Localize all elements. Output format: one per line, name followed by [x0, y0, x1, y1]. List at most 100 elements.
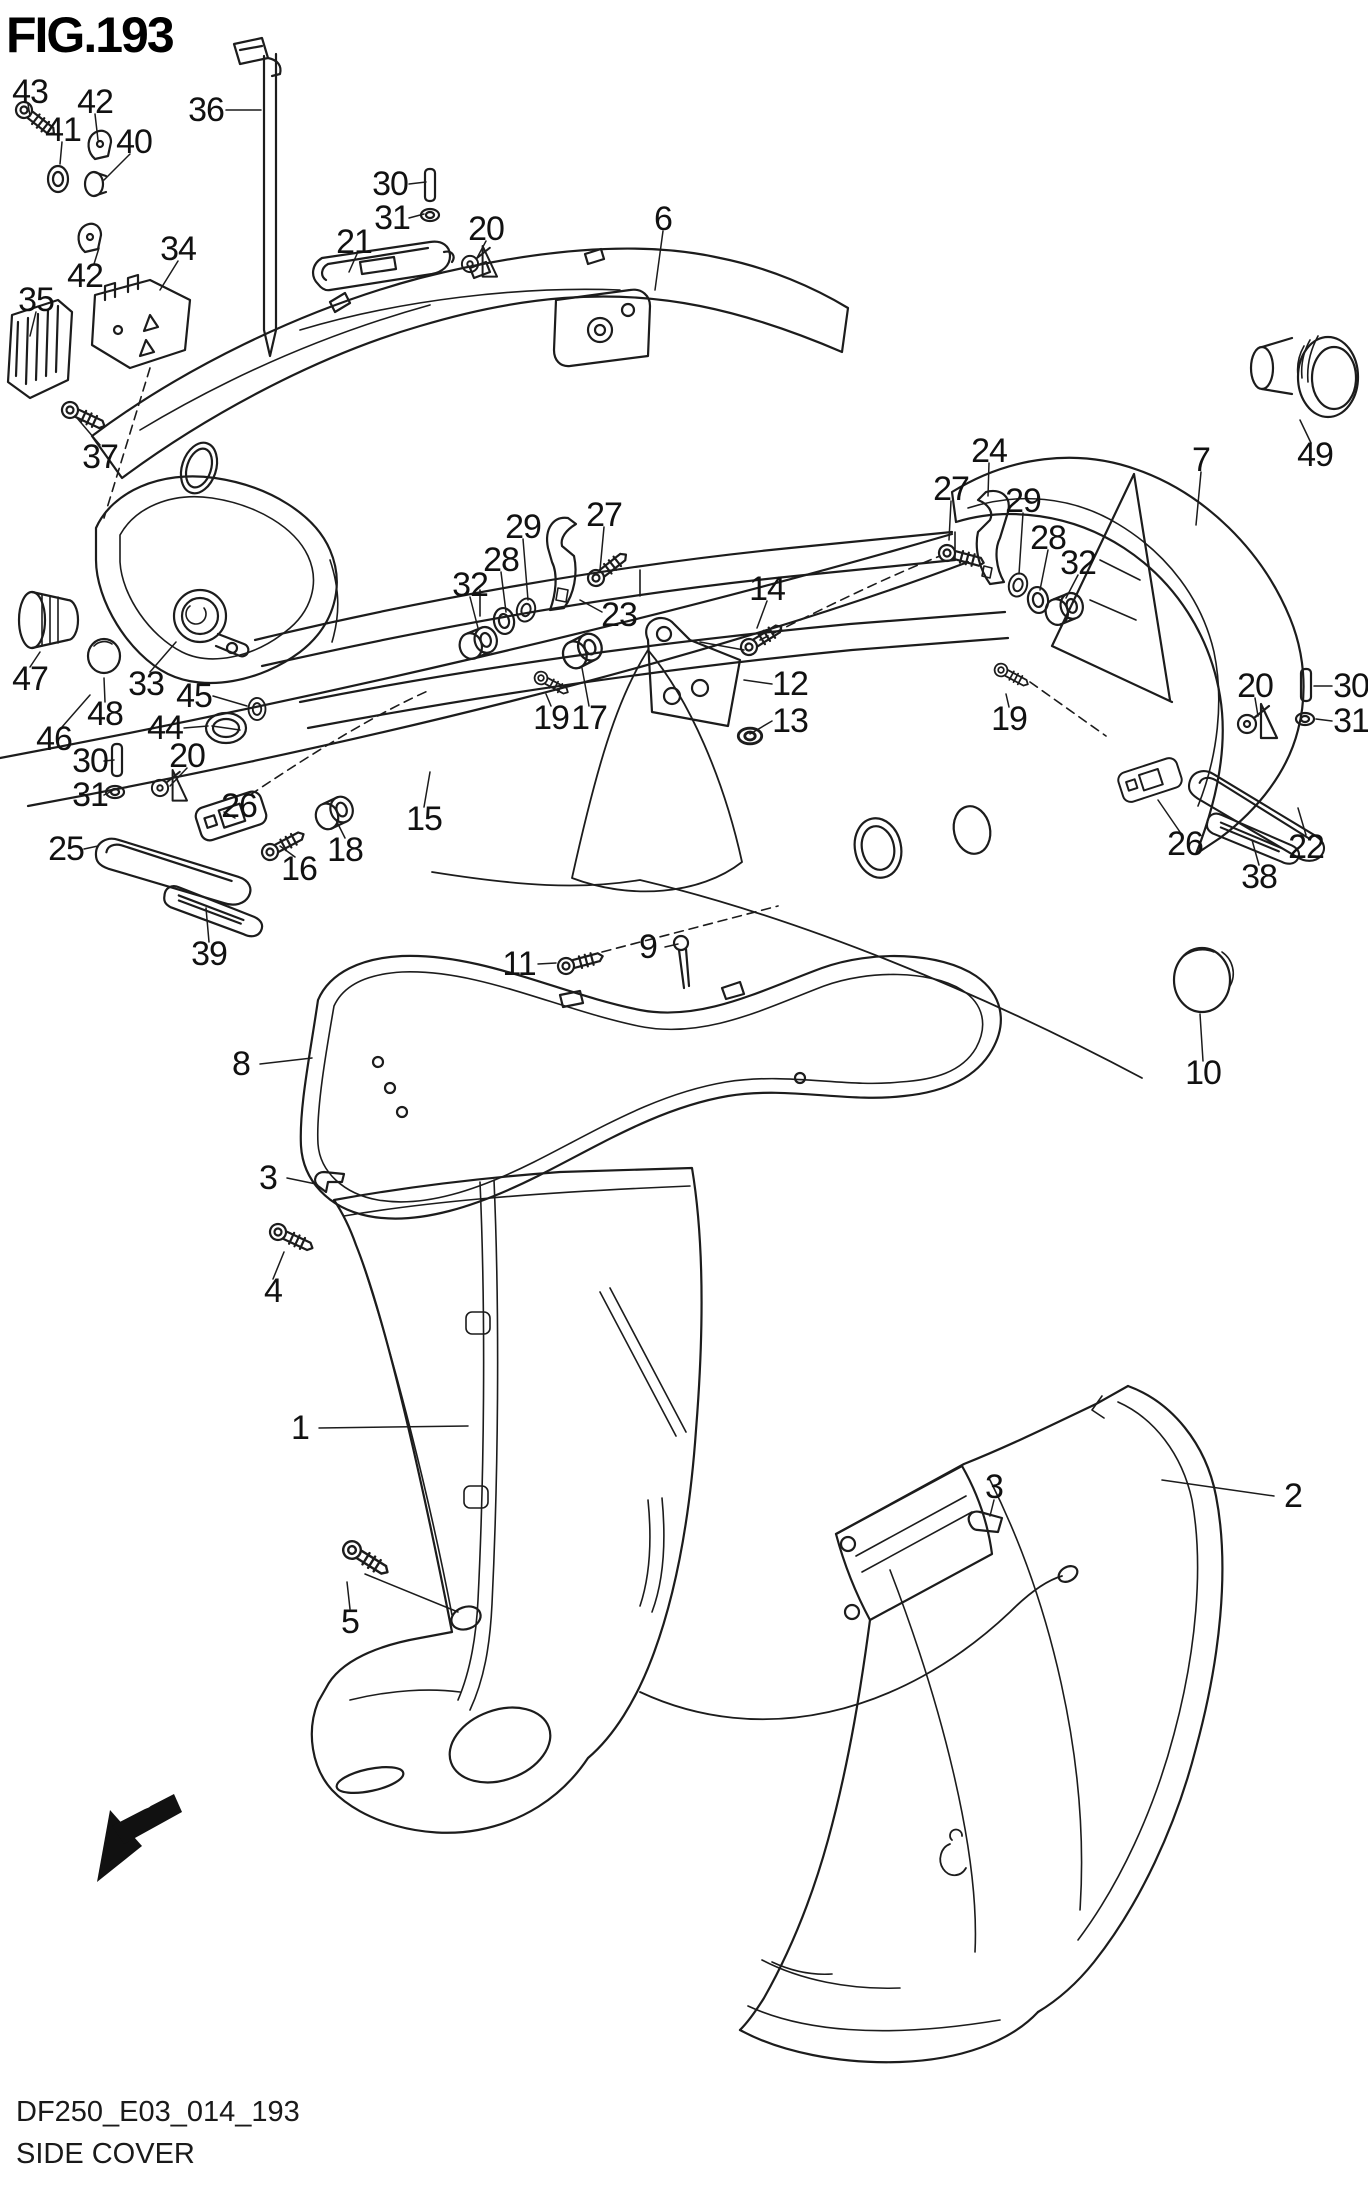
part-label-49: 49 — [1297, 436, 1334, 474]
part-label-19: 19 — [991, 700, 1028, 738]
part-label-1: 1 — [291, 1409, 310, 1447]
fwd-arrow — [97, 1794, 182, 1882]
washer-28a — [490, 605, 518, 637]
part-label-3: 3 — [985, 1468, 1004, 1506]
part-label-15: 15 — [406, 800, 443, 838]
plug-49 — [1249, 335, 1360, 419]
part-label-3: 3 — [259, 1159, 278, 1197]
part-label-32: 32 — [452, 566, 489, 604]
part-label-2: 2 — [1284, 1477, 1303, 1515]
bushing-32a — [455, 623, 502, 663]
part-label-30: 30 — [1333, 667, 1368, 705]
frame-assembly — [0, 475, 1143, 1079]
part-label-29: 29 — [505, 508, 542, 546]
part-label-20: 20 — [169, 737, 206, 775]
part-label-24: 24 — [971, 432, 1008, 470]
part-label-19: 19 — [533, 699, 570, 737]
part-label-36: 36 — [188, 91, 225, 129]
plug-44 — [204, 711, 248, 745]
handle-21 — [312, 240, 455, 292]
drawing-code: DF250_E03_014_193 — [16, 2096, 300, 2128]
hook-24 — [975, 489, 1010, 586]
dipstick-36 — [232, 36, 282, 358]
part-label-8: 8 — [232, 1045, 251, 1083]
part-label-29: 29 — [1005, 482, 1042, 520]
pin-30a — [423, 167, 437, 203]
part-label-14: 14 — [749, 570, 786, 608]
bracket-12 — [645, 616, 742, 728]
screw-9 — [672, 934, 691, 990]
washer-29a — [513, 595, 539, 625]
bolt-27b — [936, 542, 987, 572]
part-label-47: 47 — [12, 660, 49, 698]
part-label-38: 38 — [1241, 858, 1278, 896]
part-label-43: 43 — [12, 73, 49, 111]
bolt-4 — [266, 1220, 317, 1257]
part-label-22: 22 — [1288, 828, 1325, 866]
latch-26b — [1115, 755, 1185, 805]
part-label-21: 21 — [336, 223, 373, 261]
part-label-20: 20 — [1237, 667, 1274, 705]
part-label-25: 25 — [48, 830, 85, 868]
part-label-9: 9 — [639, 928, 658, 966]
part-label-17: 17 — [571, 699, 608, 737]
part-label-18: 18 — [327, 831, 364, 869]
side-panel-7 — [950, 456, 1305, 856]
part-label-28: 28 — [483, 541, 520, 579]
part-label-42: 42 — [77, 83, 114, 121]
bushing-18 — [310, 792, 358, 834]
part-label-39: 39 — [191, 935, 228, 973]
gasket-8 — [299, 954, 1002, 1220]
part-label-30: 30 — [372, 165, 409, 203]
part-label-7: 7 — [1192, 441, 1211, 479]
part-label-28: 28 — [1030, 519, 1067, 557]
thermostat-33 — [172, 588, 250, 658]
part-label-33: 33 — [128, 665, 165, 703]
part-label-27: 27 — [933, 470, 970, 508]
bolt-37 — [58, 398, 109, 435]
plug-47 — [17, 590, 80, 650]
washer-41 — [46, 164, 70, 194]
part-label-31: 31 — [1333, 702, 1368, 740]
part-label-32: 32 — [1060, 544, 1097, 582]
grommet-13 — [736, 726, 764, 746]
clamp-42-upper — [87, 129, 113, 161]
part-label-5: 5 — [341, 1603, 360, 1641]
grommet-40 — [83, 170, 108, 198]
part-label-10: 10 — [1185, 1054, 1222, 1092]
handle-25 — [90, 835, 257, 909]
grommet-31c — [1294, 711, 1316, 727]
part-label-44: 44 — [147, 709, 184, 747]
washer-29b — [1005, 570, 1031, 600]
grommet-31a — [419, 207, 441, 223]
part-label-13: 13 — [772, 702, 809, 740]
part-label-30: 30 — [72, 742, 109, 780]
side-cover-1 — [310, 1166, 1079, 1834]
part-label-23: 23 — [601, 596, 638, 634]
part-label-4: 4 — [264, 1272, 283, 1310]
plate-35 — [6, 298, 74, 400]
leader-lines — [27, 103, 1333, 1610]
top-cover-6 — [90, 247, 850, 495]
bolt-11 — [555, 947, 606, 977]
part-label-35: 35 — [18, 281, 55, 319]
part-label-45: 45 — [176, 677, 213, 715]
part-label-42: 42 — [67, 257, 104, 295]
part-label-16: 16 — [281, 850, 318, 888]
bolt-19b — [991, 660, 1032, 691]
part-label-34: 34 — [160, 230, 197, 268]
part-label-41: 41 — [45, 111, 82, 149]
part-label-27: 27 — [586, 496, 623, 534]
part-label-6: 6 — [654, 200, 673, 238]
part-label-31: 31 — [72, 776, 109, 814]
cap-10 — [1172, 946, 1234, 1014]
part-label-26: 26 — [221, 787, 258, 825]
part-label-37: 37 — [82, 438, 119, 476]
figure-title: FIG.193 — [6, 7, 175, 63]
clip-3b — [967, 1510, 1004, 1534]
part-label-48: 48 — [87, 695, 124, 733]
bolt-5 — [338, 1536, 394, 1581]
bracket-34 — [90, 273, 192, 370]
